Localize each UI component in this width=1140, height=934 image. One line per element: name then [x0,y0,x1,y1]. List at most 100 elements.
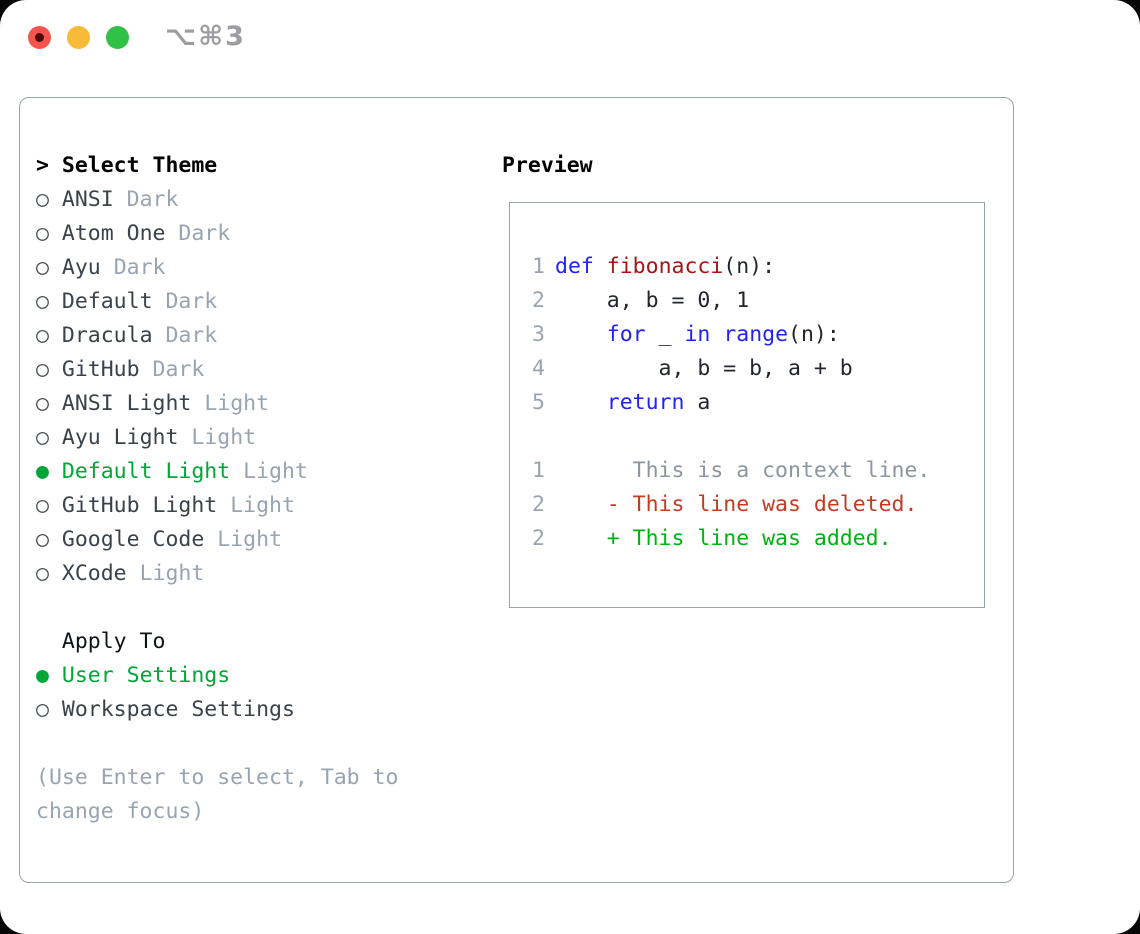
code-token-keyword: return [606,390,685,415]
theme-option[interactable]: ○ GitHub Light Light [36,489,308,523]
theme-option-label: Default [61,289,153,314]
line-number: 2 [532,492,545,517]
code-line: 2 a, b = 0, 1 [531,284,974,318]
code-token-plain [555,390,607,415]
preview-title: Preview [502,153,593,178]
line-number: 4 [532,356,545,381]
theme-option[interactable]: ○ XCode Light [36,557,308,591]
theme-option-label: XCode [61,561,127,586]
code-token-plain [555,322,607,347]
select-theme-title: Select Theme [61,153,218,178]
code-line: 2 + This line was added. [531,522,974,556]
code-token-plain: a [684,390,711,415]
code-token-function: fibonacci [606,254,724,279]
hint-line: change focus) [36,799,205,824]
theme-variant-tag: Dark [152,357,205,382]
theme-variant-tag: Light [243,459,308,484]
theme-option-label: ANSI Light [61,391,192,416]
theme-option[interactable]: ○ GitHub Dark [36,353,308,387]
code-line: 5 return a [531,386,974,420]
focus-caret-icon: > [36,153,49,178]
code-token-context: This is a context line. [555,458,931,483]
theme-option[interactable]: ○ Dracula Dark [36,319,308,353]
code-line: 4 a, b = b, a + b [531,352,974,386]
apply-to-title: Apply To [61,629,166,654]
code-token-plain: a, b = b, a + b [555,356,853,381]
code-token-keyword: range [723,322,789,347]
theme-option-label: Dracula [61,323,153,348]
radio-selected-icon: ● [36,663,49,688]
code-line: 2 - This line was deleted. [531,488,974,522]
apply-option-label: Workspace Settings [61,697,295,722]
theme-option[interactable]: ○ Ayu Light Light [36,421,308,455]
theme-option[interactable]: ○ Ayu Dark [36,251,308,285]
theme-option-label: Ayu [61,255,101,280]
radio-unselected-icon: ○ [36,187,49,212]
theme-option-label: ANSI [61,187,114,212]
select-theme-header: > Select Theme [36,149,308,183]
theme-variant-tag: Dark [165,289,218,314]
theme-variant-tag: Dark [126,187,179,212]
code-line: 3 for _ in range(n): [531,318,974,352]
apply-to-list: ● User Settings○ Workspace Settings [36,659,295,727]
code-token-plain: _ [645,322,685,347]
titlebar: ⌥⌘3 [0,0,1140,97]
theme-option[interactable]: ○ Atom One Dark [36,217,308,251]
theme-variant-tag: Light [191,425,257,450]
theme-option[interactable]: ○ Default Dark [36,285,308,319]
apply-option-label: User Settings [61,663,231,688]
hint-line: (Use Enter to select, Tab to [36,765,399,790]
theme-option[interactable]: ● Default Light Light [36,455,308,489]
theme-option[interactable]: ○ Google Code Light [36,523,308,557]
theme-list: ○ ANSI Dark○ Atom One Dark○ Ayu Dark○ De… [36,183,308,591]
theme-option-label: Google Code [61,527,205,552]
apply-to-header: Apply To [36,625,295,659]
radio-unselected-icon: ○ [36,323,49,348]
line-number: 3 [532,322,545,347]
theme-select-section: > Select Theme ○ ANSI Dark○ Atom One Dar… [36,149,308,591]
theme-variant-tag: Light [139,561,205,586]
line-number: 1 [532,254,545,279]
apply-option[interactable]: ● User Settings [36,659,295,693]
code-line: 1 This is a context line. [531,454,974,488]
radio-unselected-icon: ○ [36,493,49,518]
radio-unselected-icon: ○ [36,289,49,314]
code-token-plain [710,322,723,347]
radio-unselected-icon: ○ [36,425,49,450]
theme-option-label: Ayu Light [61,425,179,450]
close-button[interactable] [28,26,51,49]
hint-text: (Use Enter to select, Tab to change focu… [36,761,398,829]
code-token-plain: (n): [788,322,840,347]
theme-option-label: GitHub Light [61,493,218,518]
radio-unselected-icon: ○ [36,255,49,280]
apply-option[interactable]: ○ Workspace Settings [36,693,295,727]
radio-selected-icon: ● [36,459,49,484]
zoom-button[interactable] [106,26,129,49]
code-token-keyword: in [684,322,711,347]
theme-option-label: GitHub [61,357,140,382]
theme-variant-tag: Dark [165,323,218,348]
code-token-plain: a, b = 0, 1 [555,288,750,313]
minimize-button[interactable] [67,26,90,49]
radio-unselected-icon: ○ [36,561,49,586]
line-number: 2 [532,288,545,313]
radio-unselected-icon: ○ [36,527,49,552]
line-number: 1 [532,458,545,483]
theme-option[interactable]: ○ ANSI Dark [36,183,308,217]
code-token-deleted: - This line was deleted. [555,492,918,517]
theme-variant-tag: Light [217,527,282,552]
apply-to-section: Apply To ● User Settings○ Workspace Sett… [36,625,295,727]
window-shortcut-label: ⌥⌘3 [165,21,246,52]
theme-variant-tag: Dark [113,255,166,280]
theme-option-label: Default Light [61,459,231,484]
theme-variant-tag: Light [230,493,295,518]
theme-variant-tag: Dark [178,221,231,246]
radio-unselected-icon: ○ [36,357,49,382]
code-token-added: + This line was added. [555,526,892,551]
theme-option[interactable]: ○ ANSI Light Light [36,387,308,421]
code-token-plain [594,254,607,279]
close-active-dot-icon [35,33,44,42]
